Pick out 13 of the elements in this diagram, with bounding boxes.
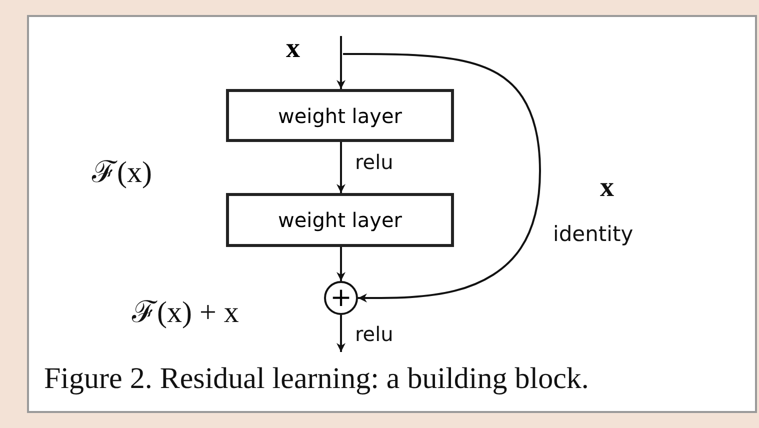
input-label: x (286, 34, 343, 64)
arrow (336, 247, 346, 281)
arrow (336, 142, 346, 193)
shortcut-label: x (600, 172, 614, 204)
arrow (336, 64, 346, 89)
process-box: weight layer (226, 193, 454, 247)
sum-label: ℱ(x) + x (132, 295, 239, 331)
figure-caption: Figure 2. Residual learning: a building block. (44, 362, 589, 396)
arrow (336, 315, 346, 352)
function-label: ℱ(x) (92, 155, 152, 191)
shortcut-label: identity (553, 222, 634, 246)
process-box: weight layer (226, 89, 454, 142)
arrow (343, 53, 541, 302)
